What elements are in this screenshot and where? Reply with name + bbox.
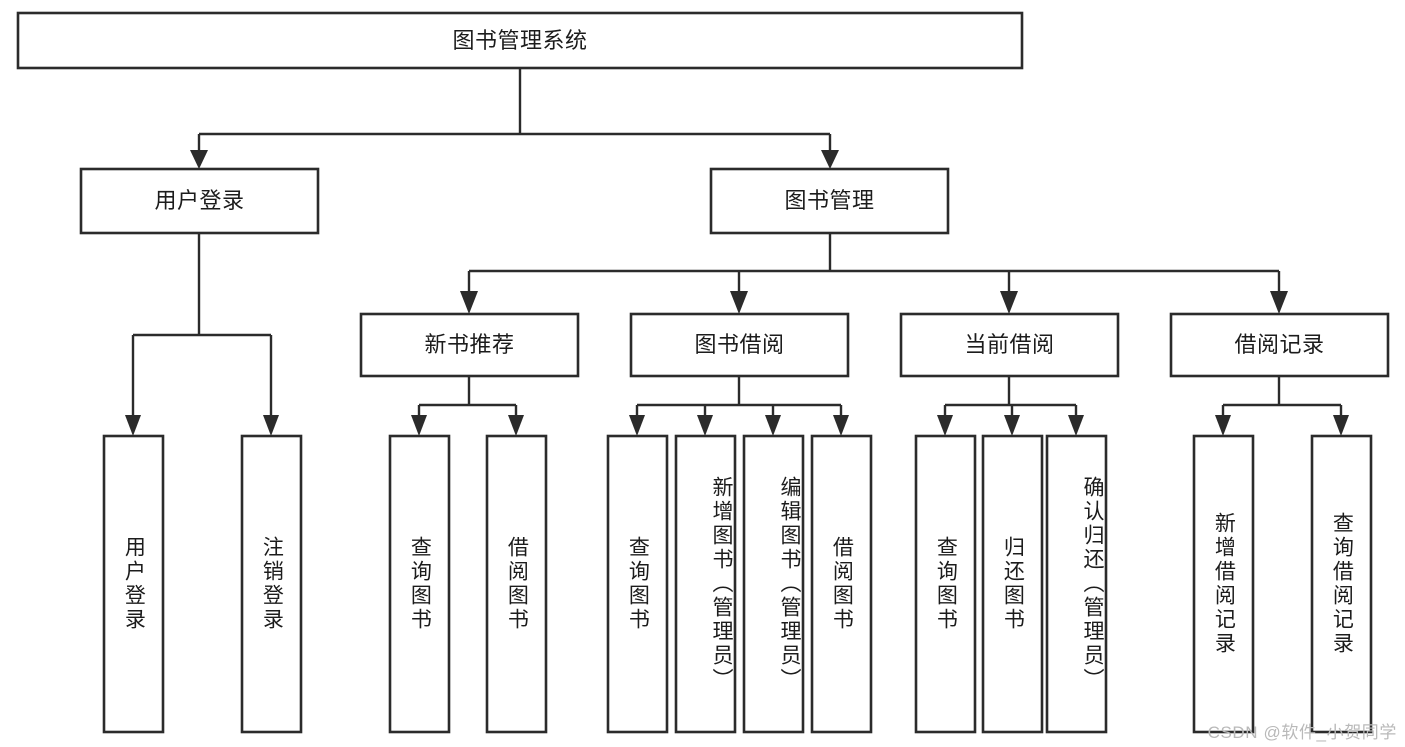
connector-book-borrow-group	[629, 376, 849, 436]
arrow-head-leaf-current-borrow-0	[937, 415, 953, 436]
node-box-leaf-current-borrow-0[interactable]	[914, 434, 977, 734]
node-box-leaf-book-borrow-0[interactable]	[606, 434, 669, 734]
arrow-head-leaf-book-borrow-1	[697, 415, 713, 436]
arrow-head-leaf-new-book-0	[411, 415, 427, 436]
connector-borrow-record-group	[1215, 376, 1349, 436]
node-box-current-borrow[interactable]	[899, 312, 1120, 378]
node-box-leaf-new-book-1[interactable]	[485, 434, 548, 734]
arrow-head-new-book	[460, 291, 478, 314]
node-box-leaf-borrow-record-0[interactable]	[1192, 434, 1255, 734]
node-box-root[interactable]	[16, 11, 1024, 70]
watermark-text: CSDN @软件_小贺同学	[1207, 723, 1397, 742]
node-box-leaf-new-book-0[interactable]	[388, 434, 451, 734]
node-box-leaf-book-borrow-2[interactable]	[742, 434, 805, 734]
arrow-head-leaf-book-borrow-2	[765, 415, 781, 436]
connector-book-manage-to-level3	[460, 233, 1288, 314]
arrow-head-leaf-book-borrow-0	[629, 415, 645, 436]
arrow-head-leaf-user-login-1	[263, 415, 279, 436]
arrow-head-leaf-current-borrow-1	[1004, 415, 1020, 436]
node-box-leaf-book-borrow-1[interactable]	[674, 434, 737, 734]
arrow-head-leaf-borrow-record-0	[1215, 415, 1231, 436]
connector-current-borrow-group	[937, 376, 1084, 436]
node-box-borrow-record[interactable]	[1169, 312, 1390, 378]
connector-user-login-group	[125, 233, 279, 436]
node-box-user-login[interactable]	[79, 167, 320, 235]
arrow-head-leaf-borrow-record-1	[1333, 415, 1349, 436]
node-box-new-book-recommend[interactable]	[359, 312, 580, 378]
arrow-head-leaf-book-borrow-3	[833, 415, 849, 436]
node-box-book-borrow[interactable]	[629, 312, 850, 378]
node-box-leaf-user-login-1[interactable]	[240, 434, 303, 734]
arrow-head-book-manage	[821, 150, 839, 169]
connector-root-to-level2	[190, 68, 839, 169]
arrow-head-book-borrow	[730, 291, 748, 314]
node-box-leaf-borrow-record-1[interactable]	[1310, 434, 1373, 734]
arrow-head-current-borrow	[1000, 291, 1018, 314]
node-box-leaf-current-borrow-1[interactable]	[981, 434, 1044, 734]
arrow-head-leaf-new-book-1	[508, 415, 524, 436]
arrow-head-borrow-record	[1270, 291, 1288, 314]
node-box-book-manage[interactable]	[709, 167, 950, 235]
node-box-leaf-current-borrow-2[interactable]	[1045, 434, 1108, 734]
node-box-leaf-user-login-0[interactable]	[102, 434, 165, 734]
arrow-head-leaf-user-login-0	[125, 415, 141, 436]
arrow-head-leaf-current-borrow-2	[1068, 415, 1084, 436]
node-box-leaf-book-borrow-3[interactable]	[810, 434, 873, 734]
connector-new-book-group	[411, 376, 524, 436]
arrow-head-user-login	[190, 150, 208, 169]
